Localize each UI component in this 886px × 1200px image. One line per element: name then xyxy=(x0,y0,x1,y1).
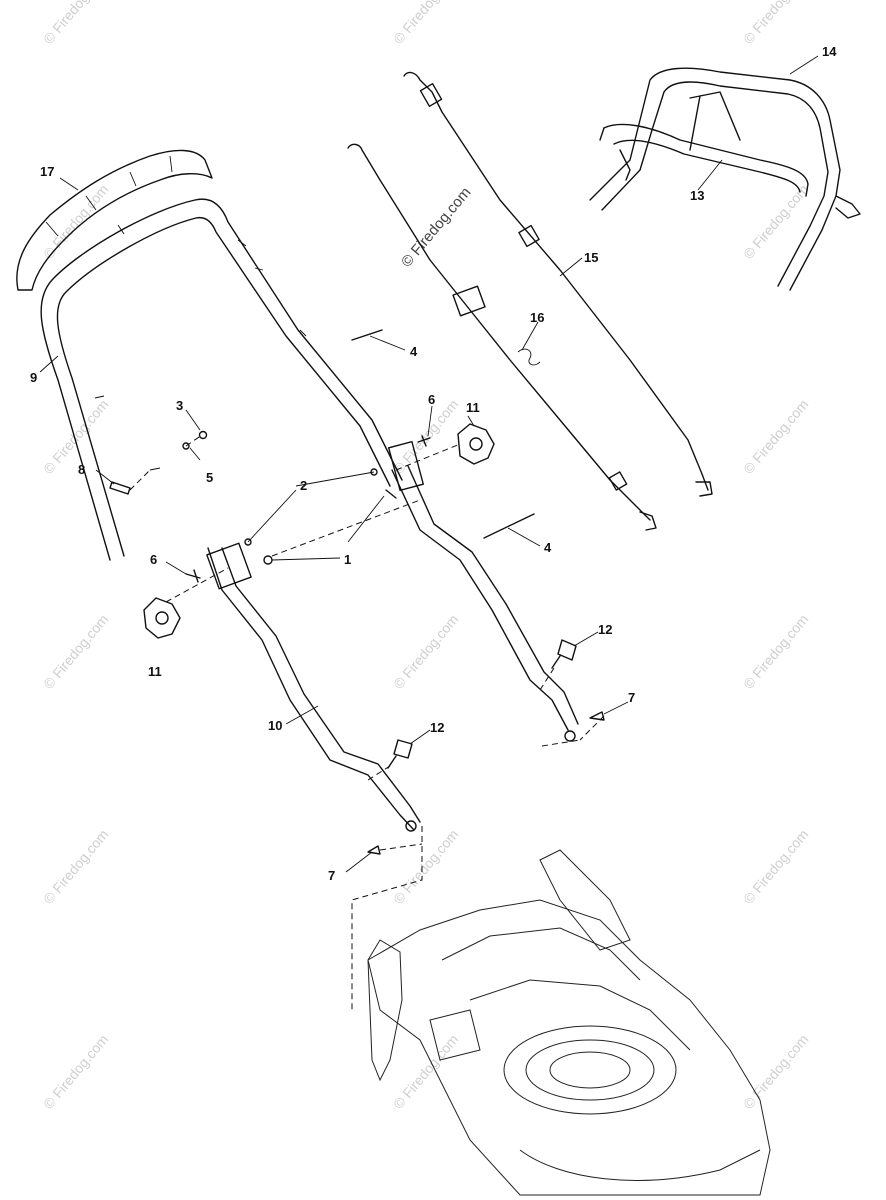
watermark-text: © Firedog.com xyxy=(390,826,461,907)
watermark-text: © Firedog.com xyxy=(390,0,461,47)
handle-knob xyxy=(457,423,495,465)
handle-bolt xyxy=(551,639,577,669)
assembly-lines xyxy=(129,434,605,1012)
callout-7-right: 7 xyxy=(628,690,635,705)
handle-bolt xyxy=(387,739,413,769)
callout-6-right: 6 xyxy=(428,392,435,407)
callout-6-left: 6 xyxy=(150,552,157,567)
mower-deck xyxy=(367,849,771,1196)
callout-labels: 17 9 3 5 8 2 6 1 11 10 12 7 4 6 11 4 12 … xyxy=(30,44,837,883)
callout-9: 9 xyxy=(30,370,37,385)
callout-14: 14 xyxy=(822,44,837,59)
callout-2: 2 xyxy=(300,478,307,493)
callout-8: 8 xyxy=(78,462,85,477)
lower-handle-left xyxy=(206,542,421,832)
watermark-text: © Firedog.com xyxy=(40,1031,111,1112)
callout-4-lower: 4 xyxy=(544,540,552,555)
upper-handle xyxy=(40,198,403,561)
callout-17: 17 xyxy=(40,164,54,179)
callout-16: 16 xyxy=(530,310,544,325)
callout-7-left: 7 xyxy=(328,868,335,883)
watermark-text: © Firedog.com xyxy=(740,396,811,477)
callout-11-left: 11 xyxy=(148,664,162,679)
pin xyxy=(483,513,535,539)
watermark-text: © Firedog.com xyxy=(40,0,111,47)
callout-5: 5 xyxy=(206,470,213,485)
watermark-text: © Firedog.com xyxy=(40,611,111,692)
watermark-text: © Firedog.com xyxy=(740,181,811,262)
callout-15: 15 xyxy=(584,250,598,265)
watermark-text: © Firedog.com xyxy=(40,181,111,262)
watermark-text: © Firedog.com xyxy=(390,611,461,692)
inset-handle-bail xyxy=(589,67,861,291)
watermark-text: © Firedog.com xyxy=(40,826,111,907)
watermark-text: © Firedog.com xyxy=(390,396,461,477)
watermark-text: © Firedog.com xyxy=(740,826,811,907)
control-cable-short xyxy=(347,143,657,531)
callout-12-left: 12 xyxy=(430,720,444,735)
watermark-text: © Firedog.com xyxy=(740,1031,811,1112)
lower-handle-right xyxy=(388,440,579,742)
leader-lines xyxy=(39,55,819,873)
control-cable-long xyxy=(403,71,713,497)
watermark-text: © Firedog.com xyxy=(740,611,811,692)
hardware xyxy=(109,430,605,855)
handle-knob xyxy=(143,597,181,639)
callout-4-upper: 4 xyxy=(410,344,418,359)
callout-3: 3 xyxy=(176,398,183,413)
watermark-text: © Firedog.com xyxy=(740,0,811,47)
callout-12-right: 12 xyxy=(598,622,612,637)
watermark-text: © Firedog.com xyxy=(390,1031,461,1112)
watermark-text: © Firedog.com xyxy=(40,396,111,477)
callout-11-right: 11 xyxy=(466,400,480,415)
pin xyxy=(351,329,383,341)
callout-13: 13 xyxy=(690,188,704,203)
handle-grip-foam xyxy=(16,149,213,291)
callout-10: 10 xyxy=(268,718,282,733)
callout-1: 1 xyxy=(344,552,351,567)
